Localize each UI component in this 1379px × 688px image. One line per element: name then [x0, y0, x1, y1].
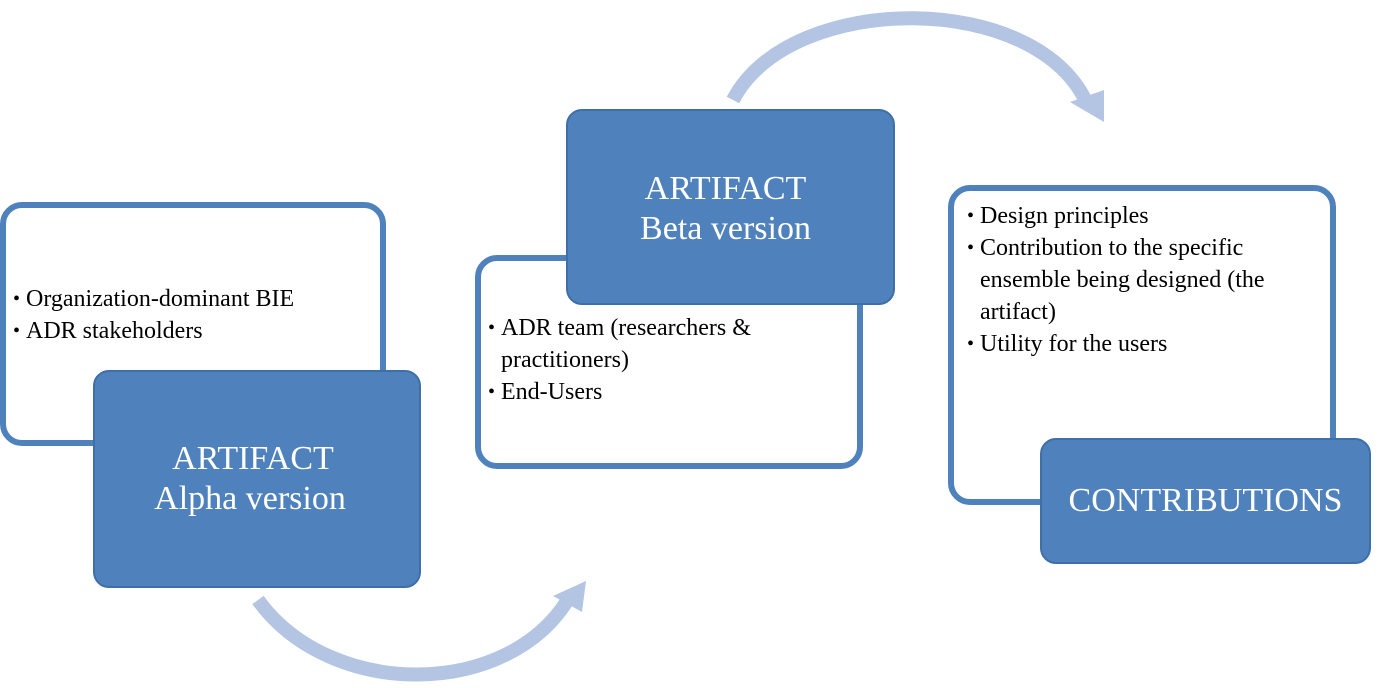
stage2-bullet-item: End-Users	[488, 376, 818, 408]
stage1-bullet-list: Organization-dominant BIE ADR stakeholde…	[13, 283, 375, 347]
artifact-beta-title-line2: Beta version	[640, 210, 811, 247]
stage2-bullet-item: ADR team (researchers & practitioners)	[488, 312, 818, 376]
arrow-beta-to-contributions-head	[1070, 90, 1104, 122]
contributions-title: CONTRIBUTIONS	[1068, 482, 1343, 519]
artifact-beta-box: ARTIFACT Beta version	[566, 109, 895, 305]
arrow-beta-to-contributions	[726, 11, 1095, 109]
artifact-beta-title-line1: ARTIFACT	[644, 170, 807, 207]
contributions-box: CONTRIBUTIONS	[1040, 438, 1371, 564]
artifact-alpha-title-line2: Alpha version	[154, 480, 346, 517]
stage2-bullet-list: ADR team (researchers & practitioners) E…	[488, 312, 818, 408]
stage3-bullet-item: Design principles	[967, 200, 1327, 232]
stage1-bullet-item: ADR stakeholders	[13, 315, 375, 347]
artifact-alpha-title-line1: ARTIFACT	[172, 440, 334, 477]
stage3-bullet-item: Contribution to the specific ensemble be…	[967, 232, 1327, 328]
artifact-alpha-box: ARTIFACT Alpha version	[93, 370, 421, 588]
arrow-alpha-to-beta	[252, 592, 577, 682]
stage3-bullet-item: Utility for the users	[967, 328, 1327, 360]
stage3-bullet-list: Design principles Contribution to the sp…	[967, 200, 1327, 360]
arrow-alpha-to-beta-head	[553, 581, 586, 612]
stage1-bullet-item: Organization-dominant BIE	[13, 283, 375, 315]
